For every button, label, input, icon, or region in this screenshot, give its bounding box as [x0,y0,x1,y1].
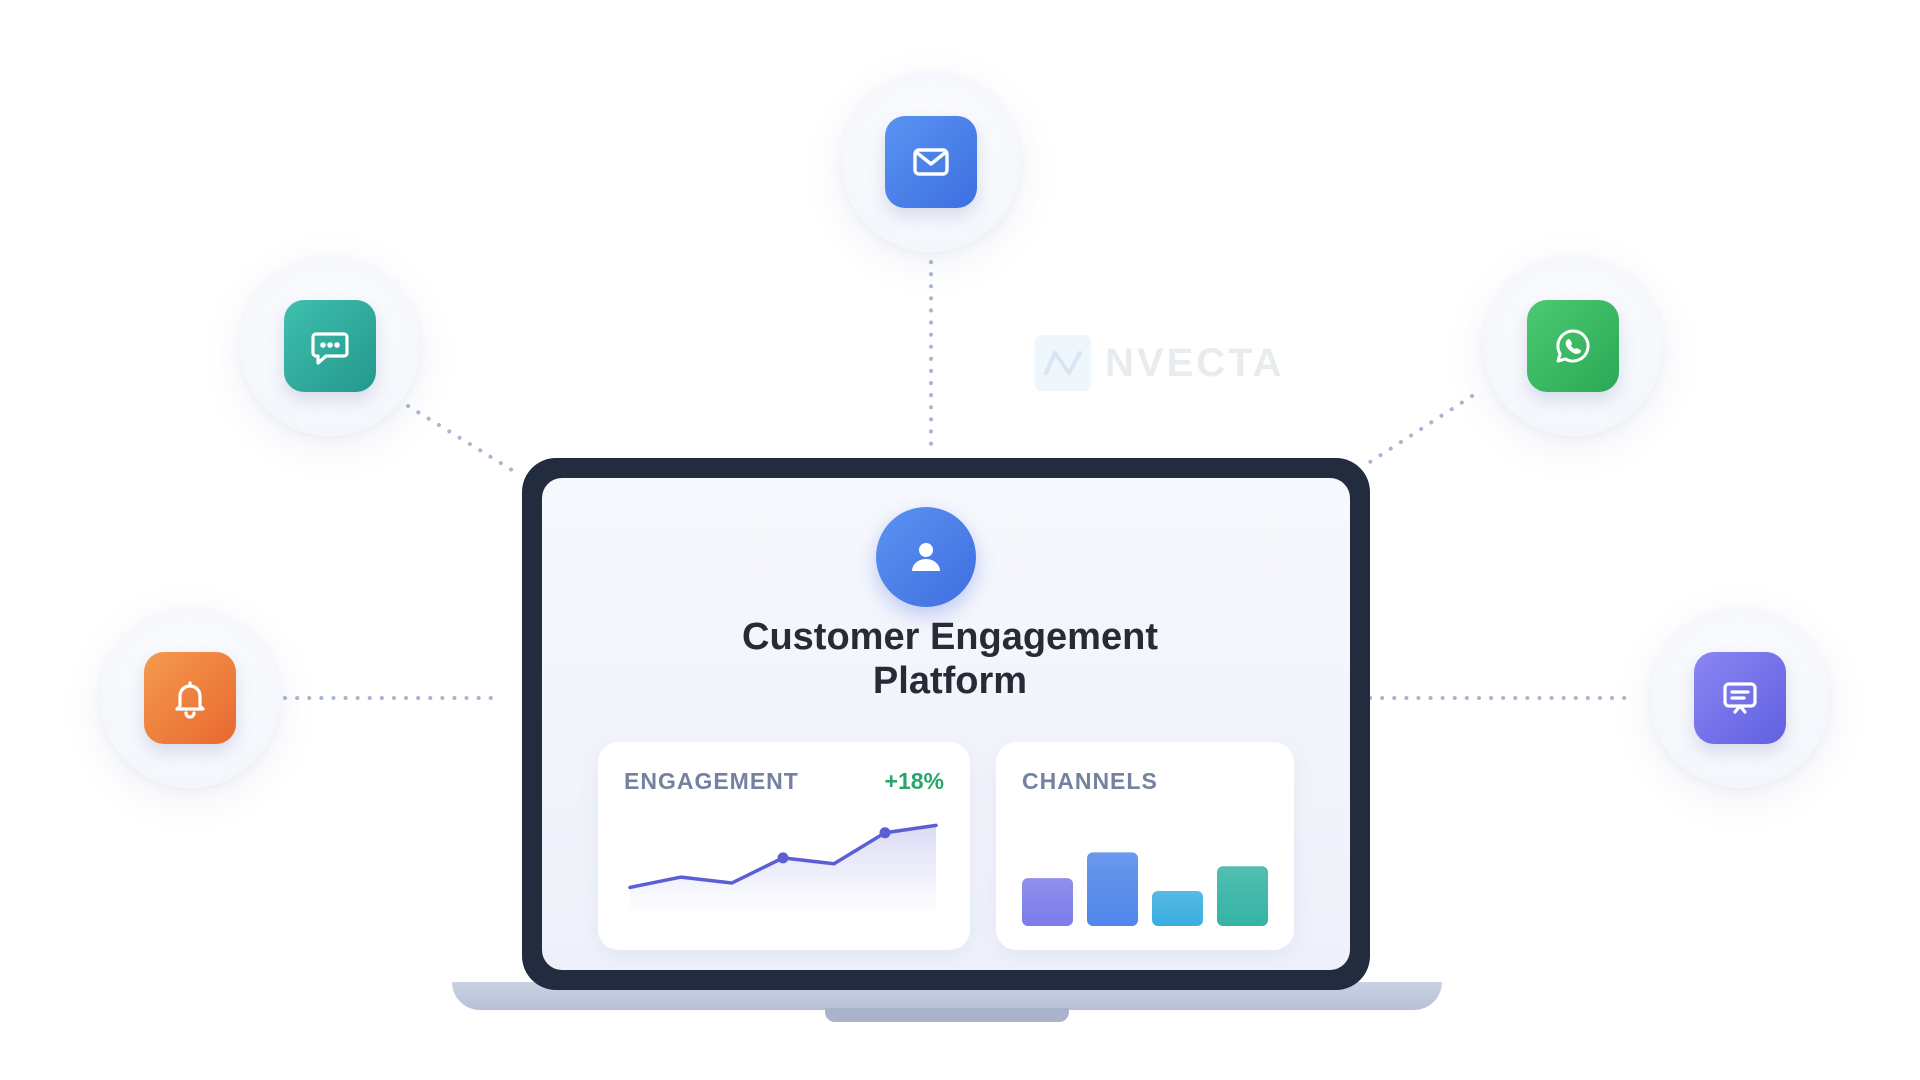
channels-label: CHANNELS [1022,768,1158,794]
engagement-line-chart [628,823,938,914]
brand-name: NVECTA [1105,340,1285,385]
laptop-foot [825,1008,1069,1022]
whatsapp-tile[interactable] [1527,300,1619,392]
engagement-change: +18% [884,768,944,794]
message-screen-icon [1723,682,1757,714]
engagement-card[interactable]: ENGAGEMENT +18% [598,742,970,950]
channel-bar-1 [1087,852,1138,926]
chat-tile[interactable] [284,300,376,392]
engagement-point-5 [879,827,891,839]
platform-title-line1: Customer Engagement [742,616,1158,658]
bell-icon [175,681,205,719]
message-tile[interactable] [1694,652,1786,744]
engagement-area [630,825,936,914]
engagement-point-3 [777,852,789,864]
connector-chat [406,404,514,472]
platform-title-line2: Platform [872,660,1028,702]
channel-node-email[interactable] [841,72,1021,252]
platform-title: Customer Engagement Platform [680,615,1220,703]
brand-mark-icon [1035,335,1091,391]
connector-whatsapp [1368,394,1474,464]
mail-icon [913,148,949,176]
channel-node-chat[interactable] [240,256,420,436]
customer-avatar[interactable] [876,507,976,607]
channel-bar-2 [1152,891,1203,926]
channel-bar-3 [1217,866,1268,926]
channels-bar-chart [1022,852,1268,926]
user-icon [912,543,940,571]
channels-card[interactable]: CHANNELS [996,742,1294,950]
bell-tile[interactable] [144,652,236,744]
channel-node-notifications[interactable] [100,608,280,788]
channel-node-messaging[interactable] [1650,608,1830,788]
engagement-label: ENGAGEMENT [624,768,799,794]
whatsapp-icon [1556,329,1590,363]
chat-bubble-icon [311,332,349,365]
email-tile[interactable] [885,116,977,208]
brand-logo: NVECTA [1035,335,1284,391]
channel-node-whatsapp[interactable] [1483,256,1663,436]
channel-bar-0 [1022,878,1073,926]
